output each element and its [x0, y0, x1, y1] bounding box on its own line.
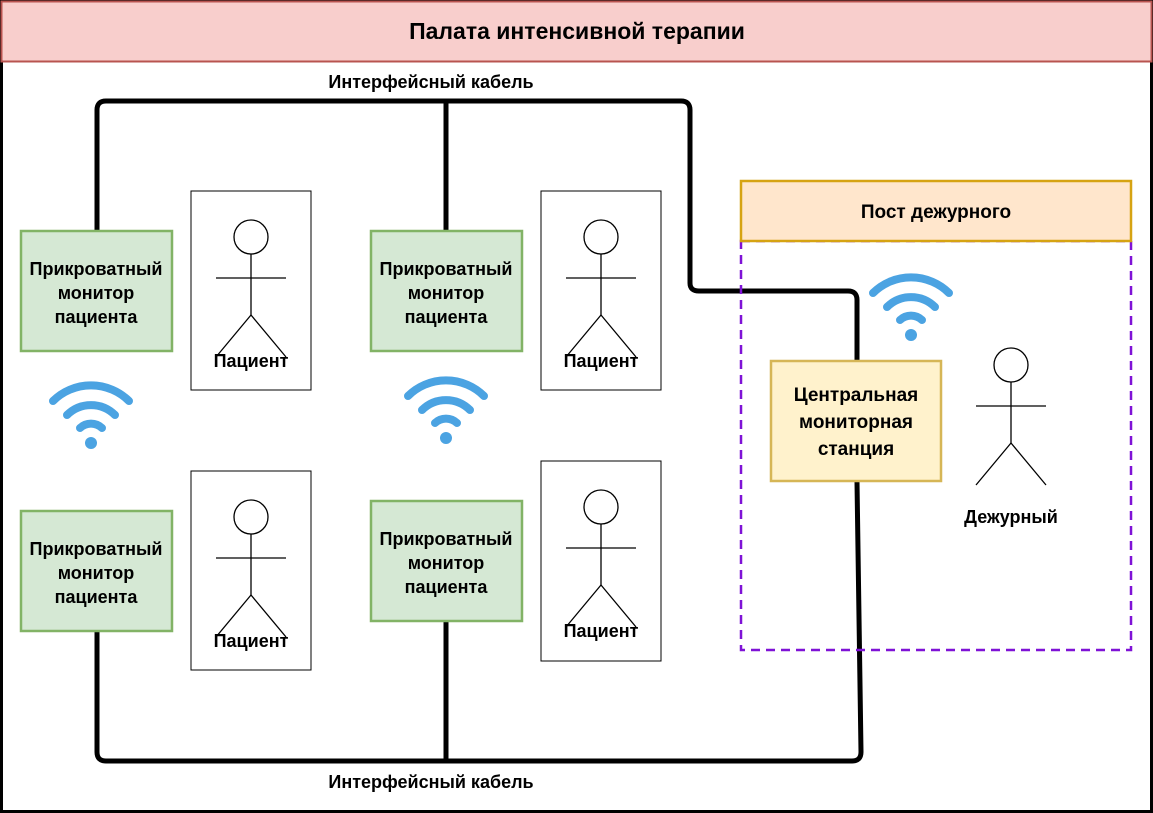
monitor-label-line1: Прикроватный — [380, 529, 513, 549]
station-label-line1: Центральная — [794, 385, 919, 406]
patient-label: Пациент — [564, 621, 639, 641]
monitor-label-line3: пациента — [405, 577, 489, 597]
patient-bed: Пациент — [190, 190, 312, 391]
bedside-monitor: Прикроватный монитор пациента — [19, 229, 174, 353]
monitor-label-line1: Прикроватный — [380, 259, 513, 279]
monitor-label-line2: монитор — [408, 553, 485, 573]
diagram-title: Палата интенсивной терапии — [409, 18, 745, 44]
cable-label-bottom: Интерфейсный кабель — [328, 772, 533, 792]
title-bar — [0, 0, 1153, 63]
monitor-label-line3: пациента — [405, 307, 489, 327]
bedside-monitor: Прикроватный монитор пациента — [369, 499, 524, 623]
patient-bed: Пациент — [540, 190, 662, 391]
patient-label: Пациент — [214, 351, 289, 371]
duty-post-title: Пост дежурного — [861, 202, 1011, 223]
monitor-label-line1: Прикроватный — [30, 259, 163, 279]
patient-label: Пациент — [214, 631, 289, 651]
monitor-label-line2: монитор — [58, 283, 135, 303]
patient-bed: Пациент — [540, 460, 662, 662]
patient-bed: Пациент — [190, 470, 312, 671]
bedside-monitor: Прикроватный монитор пациента — [19, 509, 174, 633]
monitor-label-line2: монитор — [58, 563, 135, 583]
monitor-label-line1: Прикроватный — [30, 539, 163, 559]
station-label-line2: мониторная — [799, 412, 913, 433]
monitor-label-line3: пациента — [55, 307, 139, 327]
bedside-monitor: Прикроватный монитор пациента — [369, 229, 524, 353]
central-monitoring-station — [769, 359, 943, 483]
monitor-label-line3: пациента — [55, 587, 139, 607]
station-label-line3: станция — [818, 439, 894, 460]
monitor-label-line2: монитор — [408, 283, 485, 303]
cable-label-top: Интерфейсный кабель — [328, 72, 533, 92]
duty-post-header — [739, 179, 1133, 243]
duty-label: Дежурный — [964, 507, 1058, 527]
patient-label: Пациент — [564, 351, 639, 371]
interface-cable — [94, 98, 864, 764]
